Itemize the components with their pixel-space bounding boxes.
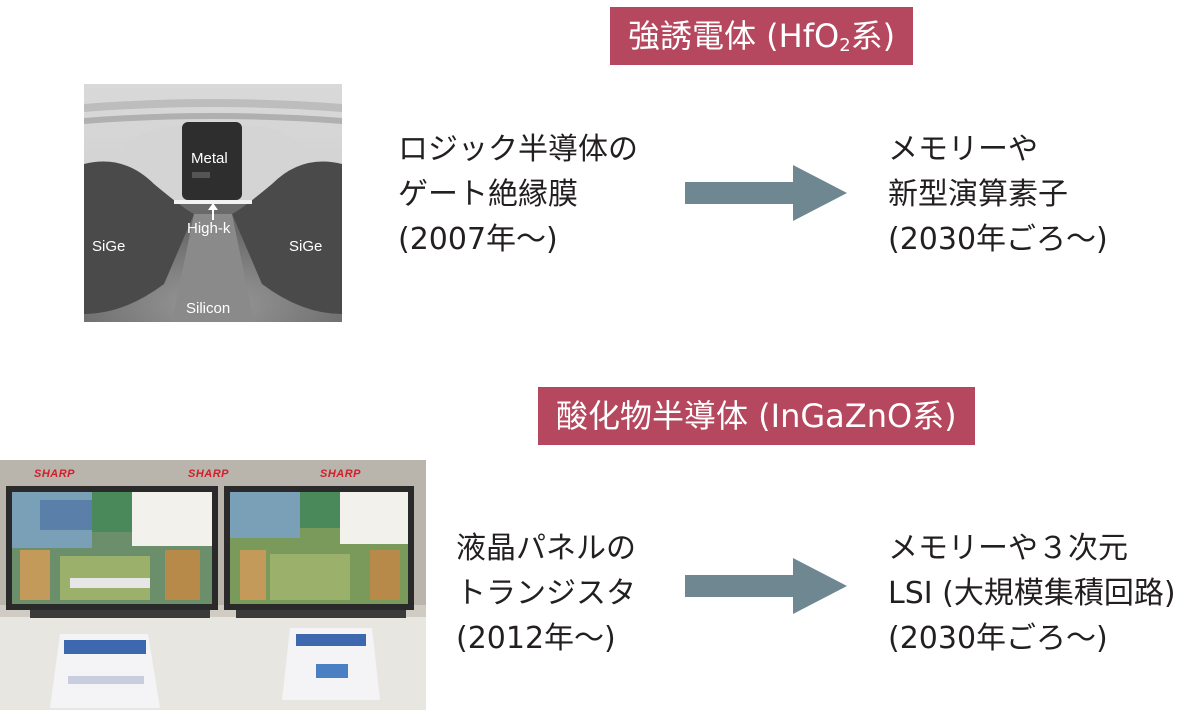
bottom-right-text: メモリーや３次元 LSI (大規模集積回路) (2030年ごろ〜) (888, 526, 1176, 661)
top-right-line-2: 新型演算素子 (888, 177, 1068, 212)
ferroelectric-badge-main: 強誘電体 (HfO (628, 17, 840, 55)
oxide-semiconductor-badge-label: 酸化物半導体 (InGaZnO系) (556, 397, 957, 435)
bottom-left-line-3: (2012年〜) (456, 621, 616, 656)
bottom-right-line-2: LSI (大規模集積回路) (888, 576, 1176, 611)
high-k-label: High-k (187, 220, 231, 237)
sharp-logo-left: SHARP (34, 468, 76, 480)
ferroelectric-badge-subscript: 2 (839, 35, 851, 56)
top-right-line-1: メモリーや (888, 132, 1038, 167)
top-left-line-3: (2007年〜) (398, 222, 558, 257)
top-right-text: メモリーや 新型演算素子 (2030年ごろ〜) (888, 127, 1108, 262)
tem-photo-graphic (84, 84, 342, 322)
sige-left-label: SiGe (92, 238, 126, 255)
ferroelectric-badge: 強誘電体 (HfO2系) (610, 7, 914, 65)
bottom-left-line-2: トランジスタ (456, 576, 636, 611)
right-arrow-icon (685, 165, 847, 221)
metal-label: Metal (191, 150, 228, 167)
bottom-right-line-3: (2030年ごろ〜) (888, 621, 1108, 656)
lcd-photo-graphic (0, 460, 426, 710)
top-left-text: ロジック半導体の ゲート絶縁膜 (2007年〜) (398, 127, 638, 262)
bottom-left-text: 液晶パネルの トランジスタ (2012年〜) (456, 526, 636, 661)
top-right-line-3: (2030年ごろ〜) (888, 222, 1108, 257)
oxide-semiconductor-badge: 酸化物半導体 (InGaZnO系) (538, 387, 975, 445)
sharp-logo-center: SHARP (188, 468, 230, 480)
bottom-left-line-1: 液晶パネルの (456, 531, 636, 566)
right-arrow-icon (685, 558, 847, 614)
bottom-right-line-1: メモリーや３次元 (888, 531, 1128, 566)
sharp-logo-right: SHARP (320, 468, 362, 480)
top-left-line-2: ゲート絶縁膜 (398, 177, 578, 212)
ferroelectric-badge-suffix: 系) (850, 17, 896, 55)
top-left-line-1: ロジック半導体の (398, 132, 638, 167)
sige-right-label: SiGe (289, 238, 323, 255)
lcd-display-photo: SHARP SHARP SHARP (0, 460, 426, 710)
silicon-label: Silicon (186, 300, 231, 317)
tem-cross-section-photo: Metal High-k SiGe SiGe Silicon (84, 84, 342, 322)
